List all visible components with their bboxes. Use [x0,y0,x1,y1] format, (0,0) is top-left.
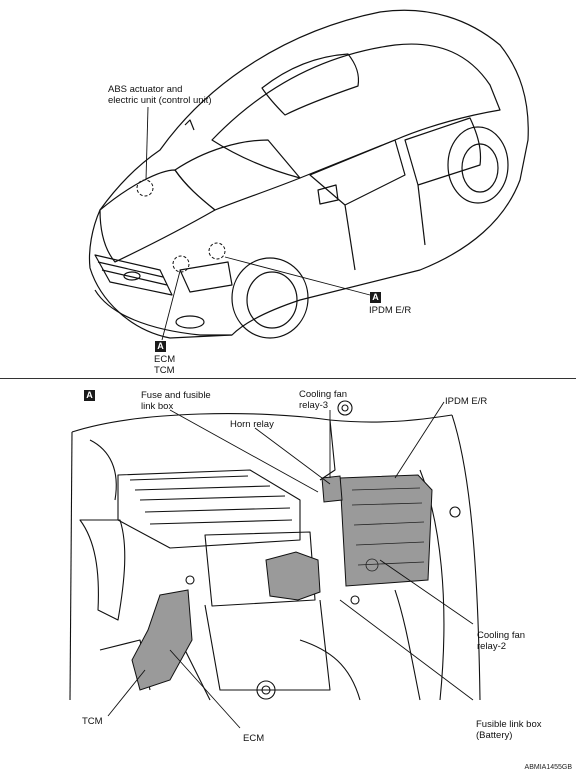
fuse-label-line1: Fuse and fusible [141,390,211,401]
marker-a-right: A [370,292,381,303]
fusible-link-box-label: Fusible link box (Battery) [476,719,541,741]
cool3-line2: relay-3 [299,400,329,411]
section-divider [0,378,576,379]
shaded-components [131,474,433,691]
abs-label-line1: ABS actuator and [108,84,183,95]
abs-actuator-label: ABS actuator and electric unit (control … [108,84,211,106]
tcm-label-bottom: TCM [82,716,103,727]
top-leader-lines [145,106,371,341]
section-marker-a: A [84,390,95,401]
fusible-line1: Fusible link box [476,719,542,730]
cooling-fan-relay-3-unit [321,475,343,503]
car-illustration [88,9,529,339]
tcm-label: TCM [154,365,175,376]
cool2-line2: relay-2 [477,641,507,652]
fuse-box-label: Fuse and fusible link box [141,390,211,412]
ipdm-er-label: IPDM E/R [445,396,488,407]
location-circles [136,179,226,273]
figure-code: ABMIA1455GB [524,764,572,771]
fuse-label-line2: link box [141,401,174,412]
ipdm-er-unit [339,474,433,587]
ipdm-label-top: IPDM E/R [369,305,412,316]
cool2-line1: Cooling fan [477,630,526,641]
cool3-line1: Cooling fan [299,389,348,400]
fusible-line2: (Battery) [476,730,513,741]
ipdm-detail [351,487,425,572]
abs-label-line2: electric unit (control unit) [108,95,212,106]
ecm-tcm-label: ECM TCM [154,354,175,376]
bottom-leader-lines [107,401,474,729]
ecm-label: ECM [154,354,176,365]
ecm-module [265,551,321,601]
cooling-fan-relay-3-label: Cooling fan relay-3 [299,389,347,411]
horn-relay-label: Horn relay [230,419,274,430]
ecm-label-bottom: ECM [243,733,265,744]
cooling-fan-relay-2-label: Cooling fan relay-2 [477,630,525,652]
marker-a-left: A [155,341,166,352]
tcm-module [131,589,193,691]
